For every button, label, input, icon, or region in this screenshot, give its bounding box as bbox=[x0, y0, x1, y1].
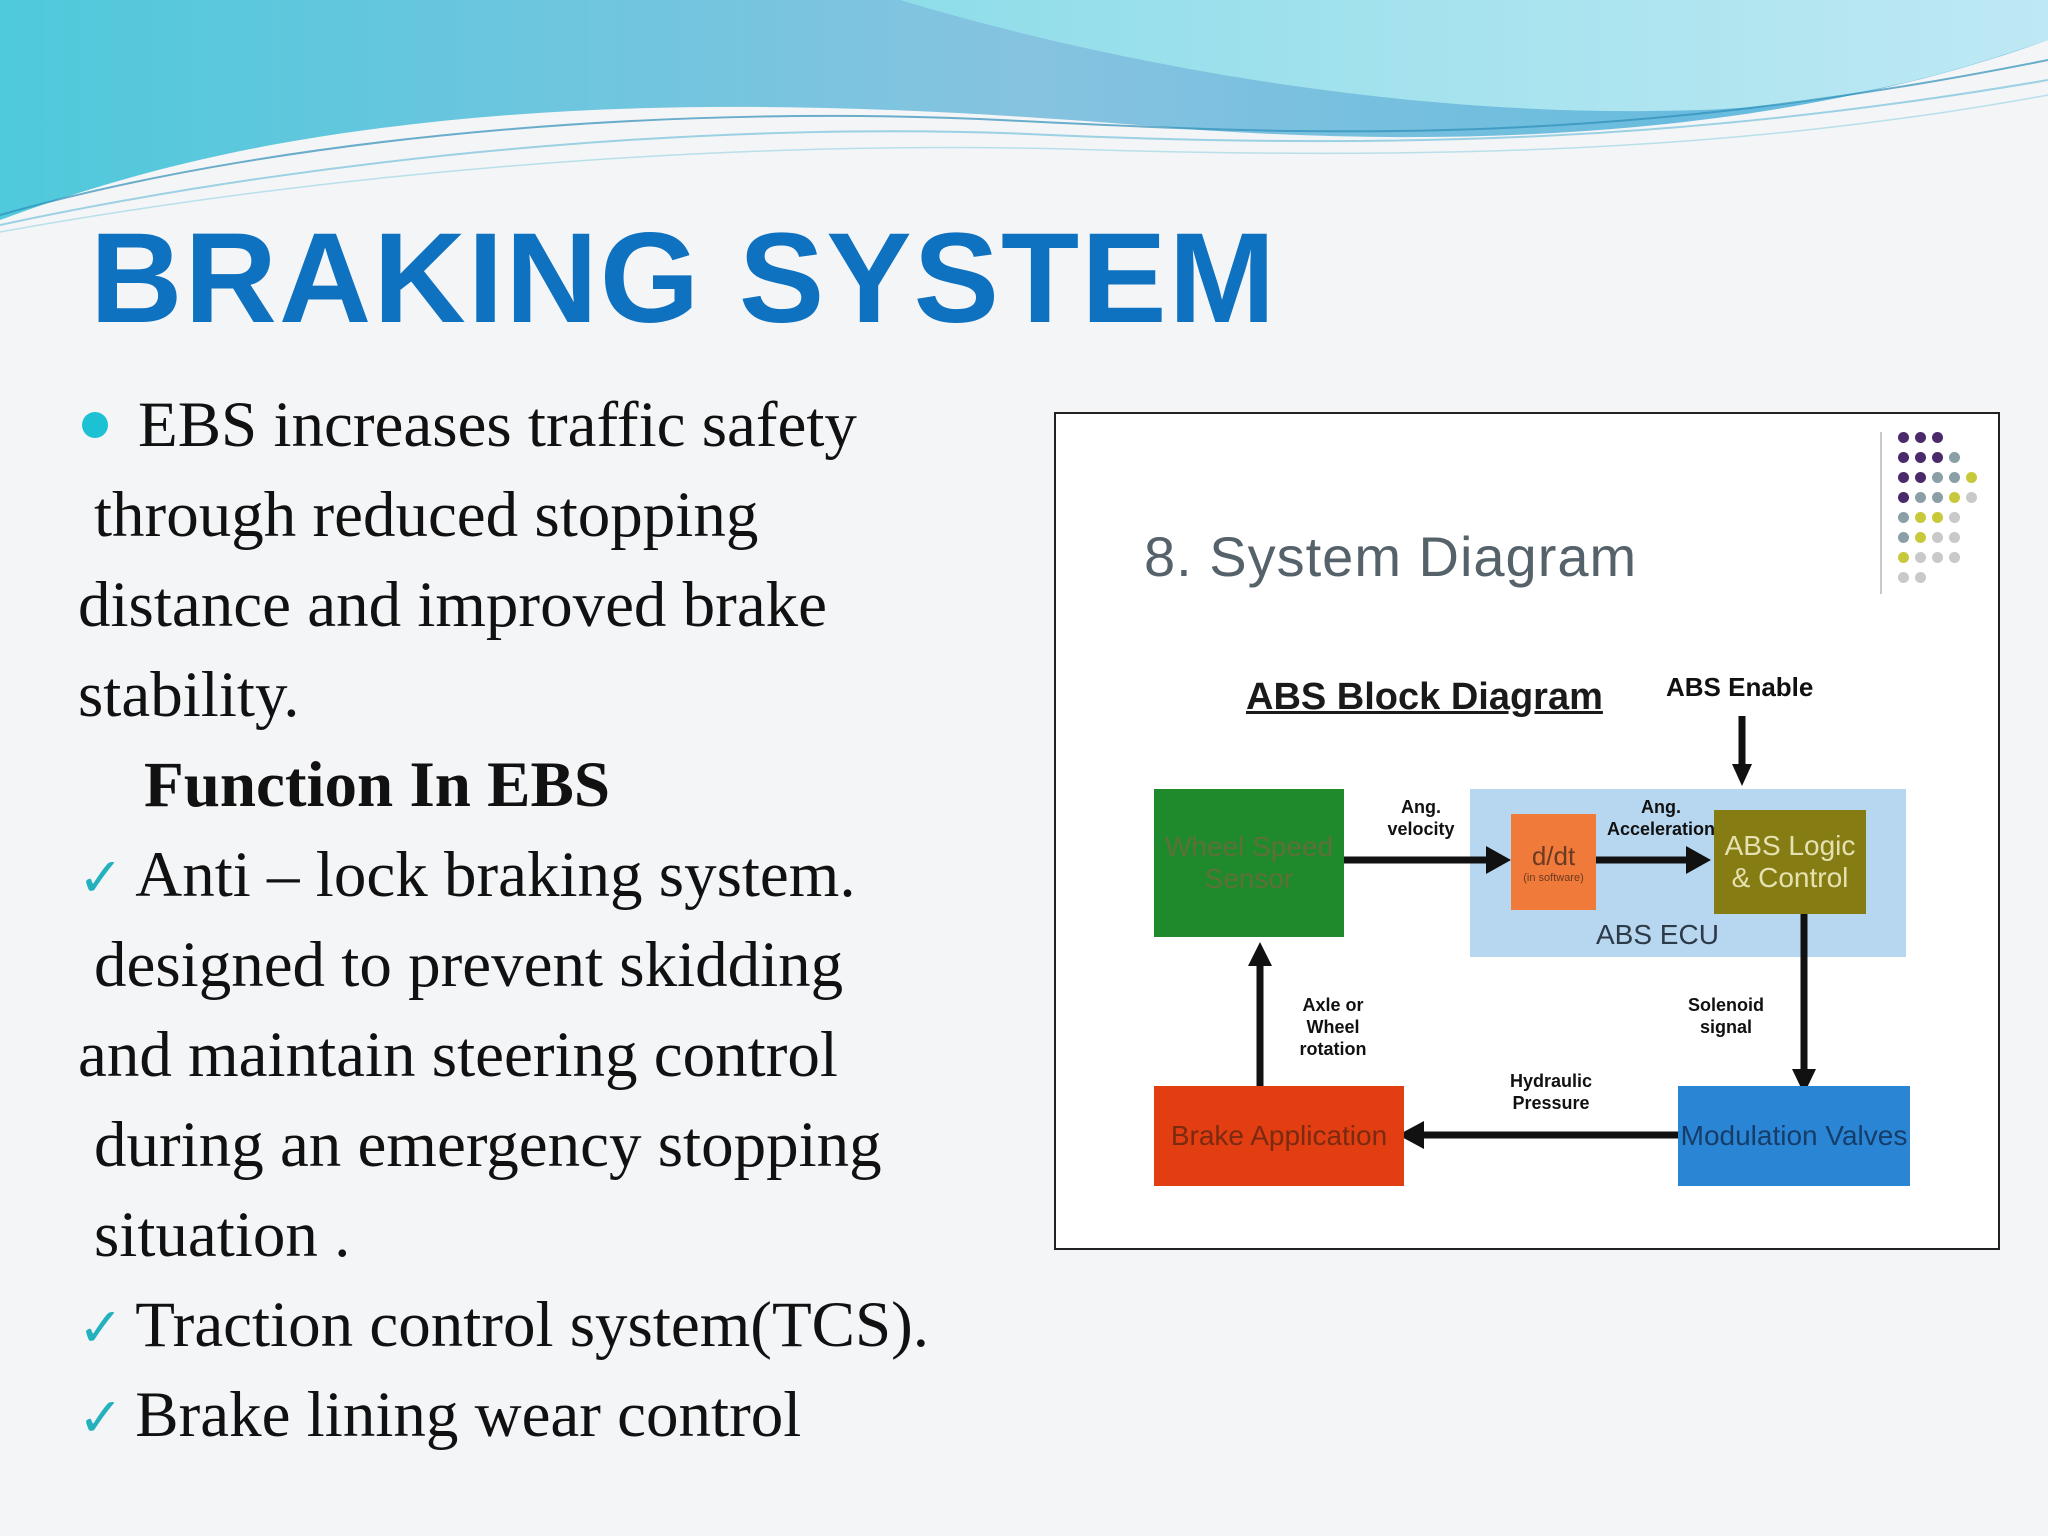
decorative-dot bbox=[1932, 552, 1943, 563]
decorative-dot bbox=[1949, 552, 1960, 563]
header-wave-decoration bbox=[0, 0, 2048, 233]
decorative-dot bbox=[1966, 472, 1977, 483]
diagram-arrows bbox=[1248, 716, 1816, 1149]
wheel-speed-sensor-block: Wheel Speed Sensor bbox=[1154, 789, 1344, 937]
decorative-dot bbox=[1932, 472, 1943, 483]
decorative-dot bbox=[1915, 432, 1926, 443]
modulation-valves-block: Modulation Valves bbox=[1678, 1086, 1910, 1186]
decorative-dot bbox=[1915, 452, 1926, 463]
decorative-dot bbox=[1898, 572, 1909, 583]
decorative-dot bbox=[1915, 512, 1926, 523]
decorative-dot bbox=[1932, 432, 1943, 443]
slide-title: BRAKING SYSTEM bbox=[90, 207, 1278, 350]
decorative-dot bbox=[1949, 472, 1960, 483]
dot-grid-decoration bbox=[1880, 432, 1882, 594]
body-line-1: EBS increases traffic safety bbox=[78, 380, 1038, 470]
body-line-10: situation . bbox=[94, 1199, 351, 1271]
decorative-dot bbox=[1915, 492, 1926, 503]
decorative-dot bbox=[1932, 452, 1943, 463]
checkmark-icon: ✓ bbox=[78, 1296, 124, 1359]
decorative-dot bbox=[1949, 452, 1960, 463]
body-line-12: ✓Brake lining wear control bbox=[78, 1379, 802, 1451]
body-line-9: during an emergency stopping bbox=[94, 1109, 882, 1181]
abs-logic-control-block: ABS Logic & Control bbox=[1714, 810, 1866, 914]
ang-velocity-label: Ang. velocity bbox=[1387, 797, 1455, 839]
solenoid-signal-label: Solenoid signal bbox=[1688, 995, 1764, 1037]
decorative-dot bbox=[1898, 432, 1909, 443]
decorative-dot bbox=[1898, 492, 1909, 503]
slide-body: EBS increases traffic safety through red… bbox=[78, 380, 1038, 1460]
decorative-dot bbox=[1915, 532, 1926, 543]
decorative-dot bbox=[1898, 552, 1909, 563]
abs-block-diagram-title: ABS Block Diagram bbox=[1246, 676, 1603, 718]
body-line-3: distance and improved brake bbox=[78, 569, 828, 641]
decorative-dot bbox=[1898, 532, 1909, 543]
decorative-dot bbox=[1932, 492, 1943, 503]
function-heading: Function In EBS bbox=[144, 749, 611, 821]
abs-enable-label: ABS Enable bbox=[1666, 672, 1814, 702]
checkmark-icon: ✓ bbox=[78, 1386, 124, 1449]
decorative-dot bbox=[1949, 492, 1960, 503]
body-line-7: designed to prevent skidding bbox=[94, 929, 844, 1001]
decorative-dot bbox=[1932, 532, 1943, 543]
decorative-dot bbox=[1966, 492, 1977, 503]
body-line-2: through reduced stopping bbox=[94, 479, 759, 551]
decorative-dot bbox=[1898, 512, 1909, 523]
abs-ecu-label: ABS ECU bbox=[1596, 919, 1719, 950]
decorative-dot bbox=[1949, 532, 1960, 543]
bullet-dot-icon bbox=[82, 412, 108, 439]
brake-application-block: Brake Application bbox=[1154, 1086, 1404, 1186]
body-line-4: stability. bbox=[78, 659, 300, 731]
decorative-dot bbox=[1915, 572, 1926, 583]
ang-acceleration-label: Ang. Acceleration bbox=[1606, 797, 1716, 839]
body-line-6: ✓Anti – lock braking system. bbox=[78, 839, 856, 911]
decorative-dot bbox=[1898, 452, 1909, 463]
decorative-dot bbox=[1932, 512, 1943, 523]
decorative-dot bbox=[1898, 472, 1909, 483]
abs-system-diagram: 8. System Diagram ABS Block Diagram ABS … bbox=[1054, 412, 2000, 1250]
body-line-11: ✓Traction control system(TCS). bbox=[78, 1289, 930, 1361]
hydraulic-pressure-label: Hydraulic Pressure bbox=[1509, 1071, 1593, 1113]
ddt-block: d/dt (in software) bbox=[1511, 814, 1596, 910]
axle-rotation-label: Axle or Wheel rotation bbox=[1299, 995, 1367, 1059]
system-diagram-title: 8. System Diagram bbox=[1144, 525, 1638, 588]
decorative-dot bbox=[1915, 472, 1926, 483]
checkmark-icon: ✓ bbox=[78, 846, 124, 909]
decorative-dot bbox=[1949, 512, 1960, 523]
body-line-8: and maintain steering control bbox=[78, 1019, 838, 1091]
decorative-dot bbox=[1915, 552, 1926, 563]
